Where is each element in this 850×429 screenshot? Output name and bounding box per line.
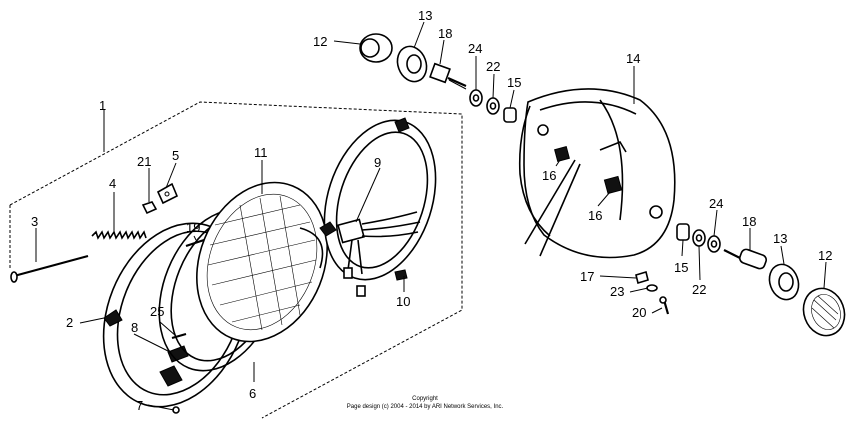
callout-5: 5 bbox=[172, 148, 179, 163]
callout-13-top: 13 bbox=[418, 8, 432, 23]
callout-12-top: 12 bbox=[313, 34, 327, 49]
part-lockwasher-top[interactable] bbox=[486, 97, 500, 115]
part-grommet-right[interactable] bbox=[765, 260, 804, 303]
callout-10: 10 bbox=[396, 294, 410, 309]
part-nut-bottom[interactable] bbox=[635, 270, 649, 285]
callout-20: 20 bbox=[632, 305, 646, 320]
callout-15-right: 15 bbox=[674, 260, 688, 275]
callout-14: 14 bbox=[626, 51, 640, 66]
callout-22-top: 22 bbox=[486, 59, 500, 74]
part-socket-wiring[interactable] bbox=[319, 211, 421, 297]
callout-24-right: 24 bbox=[709, 196, 723, 211]
callout-11: 11 bbox=[254, 145, 268, 160]
callout-12-right: 12 bbox=[818, 248, 832, 263]
part-bolt-bottom[interactable] bbox=[659, 296, 670, 315]
callout-3: 3 bbox=[31, 214, 38, 229]
part-nut[interactable] bbox=[141, 201, 158, 215]
part-collar-right[interactable] bbox=[676, 223, 690, 241]
callout-13-right: 13 bbox=[773, 231, 787, 246]
part-adjust-spring[interactable] bbox=[91, 230, 147, 240]
part-mounting-ring[interactable] bbox=[305, 106, 455, 294]
part-grommet-top[interactable] bbox=[393, 42, 432, 85]
callout-2: 2 bbox=[66, 315, 73, 330]
copyright-line-1: Copyright bbox=[412, 396, 438, 402]
leader-lines bbox=[35, 21, 827, 411]
assembly-outline bbox=[9, 101, 463, 419]
part-washer-bottom[interactable] bbox=[646, 284, 658, 292]
callout-16-a: 16 bbox=[542, 168, 556, 183]
callout-22-right: 22 bbox=[692, 282, 706, 297]
callout-6: 6 bbox=[249, 386, 256, 401]
copyright-notice: Copyright Page design (c) 2004 - 2014 by… bbox=[347, 396, 504, 410]
callout-21: 21 bbox=[137, 154, 151, 169]
callout-4: 4 bbox=[109, 176, 116, 191]
callout-15-top: 15 bbox=[507, 75, 521, 90]
part-cover-cap-top[interactable] bbox=[359, 33, 393, 63]
part-sealed-beam-unit[interactable] bbox=[174, 163, 350, 362]
part-screw-long[interactable] bbox=[10, 254, 89, 283]
part-reflector-right[interactable] bbox=[797, 283, 850, 342]
part-rim-screw[interactable] bbox=[171, 332, 187, 340]
callout-1: 1 bbox=[99, 98, 106, 113]
callout-24-top: 24 bbox=[468, 41, 482, 56]
part-headlight-case[interactable] bbox=[518, 88, 676, 259]
copyright-line-2: Page design (c) 2004 - 2014 by ARI Netwo… bbox=[347, 404, 504, 410]
callout-18-right: 18 bbox=[742, 214, 756, 229]
callout-7: 7 bbox=[136, 398, 143, 413]
part-lockwasher-right[interactable] bbox=[692, 229, 706, 247]
callout-23: 23 bbox=[610, 284, 624, 299]
callout-16-b: 16 bbox=[588, 208, 602, 223]
part-washer-top[interactable] bbox=[469, 89, 483, 107]
part-washer-right[interactable] bbox=[707, 235, 721, 253]
part-collar-top[interactable] bbox=[503, 107, 517, 123]
part-bolt-top[interactable] bbox=[429, 62, 467, 90]
part-clip-bracket[interactable] bbox=[156, 182, 179, 205]
callout-25: 25 bbox=[150, 304, 164, 319]
callout-8: 8 bbox=[131, 320, 138, 335]
callout-17: 17 bbox=[580, 269, 594, 284]
callout-9: 9 bbox=[374, 155, 381, 170]
callout-labels: 1 2 3 4 5 6 7 8 9 10 11 12 13 18 24 22 1… bbox=[31, 8, 832, 413]
part-bolt-right[interactable] bbox=[723, 248, 768, 270]
callout-18-top: 18 bbox=[438, 26, 452, 41]
callout-19: 19 bbox=[186, 220, 200, 235]
